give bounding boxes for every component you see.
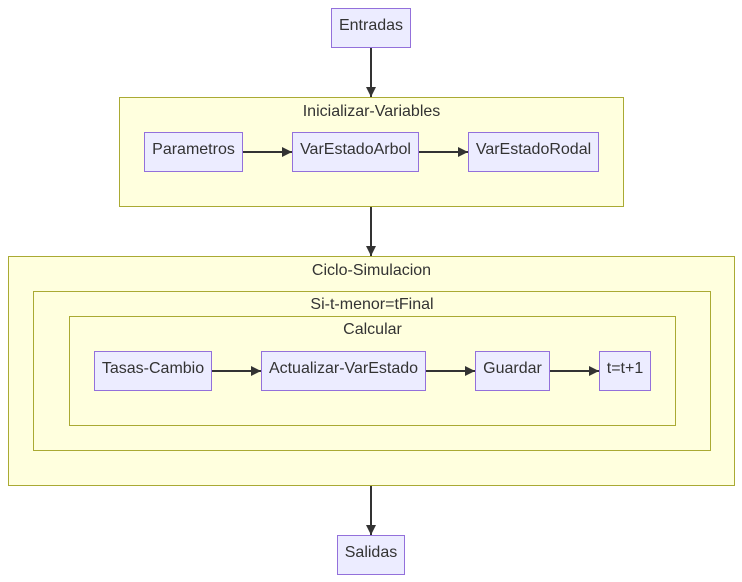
cluster-title-ciclo-simulacion: Ciclo-Simulacion bbox=[311, 262, 432, 279]
node-tasas-cambio[interactable]: Tasas-Cambio bbox=[94, 351, 212, 391]
node-salidas[interactable]: Salidas bbox=[337, 535, 405, 575]
cluster-title-si-t-menor-tfinal: Si-t-menor=tFinal bbox=[310, 296, 434, 313]
node-varestadorodal[interactable]: VarEstadoRodal bbox=[468, 132, 599, 172]
node-parametros[interactable]: Parametros bbox=[144, 132, 243, 172]
node-guardar[interactable]: Guardar bbox=[475, 351, 550, 391]
node-entradas[interactable]: Entradas bbox=[331, 8, 411, 48]
cluster-title-calcular: Calcular bbox=[343, 321, 402, 338]
node-varestadoarbol[interactable]: VarEstadoArbol bbox=[292, 132, 419, 172]
node-actualizar-varestado[interactable]: Actualizar-VarEstado bbox=[261, 351, 426, 391]
node-t-incremento[interactable]: t=t+1 bbox=[599, 351, 651, 391]
cluster-title-inicializar-variables: Inicializar-Variables bbox=[302, 103, 441, 120]
